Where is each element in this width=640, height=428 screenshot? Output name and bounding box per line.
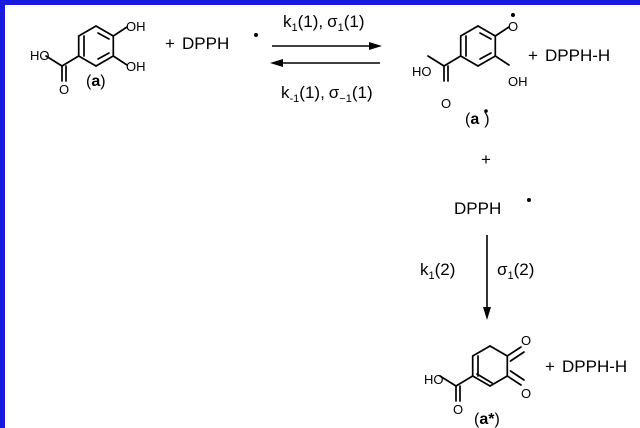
atom-o-radical: O (508, 19, 518, 34)
molecule-a-radical: O OH HO O (412, 13, 528, 111)
atom-ho-2: HO (412, 64, 432, 79)
equilibrium-arrows (270, 42, 382, 67)
atom-o-carbonyl-2: O (441, 96, 451, 111)
radical-dot-label (484, 109, 488, 113)
atom-o-quinone-top: O (521, 333, 531, 348)
dpph-radical-2: DPPH (454, 199, 501, 218)
dpph-radical-1: DPPH (182, 34, 229, 53)
atom-oh-bottom: OH (126, 59, 146, 74)
step2-rate-sigma: σ1(2) (497, 260, 534, 282)
plus-1: + (165, 34, 175, 53)
forward-rate-label: k1(1),σ1(1) (283, 12, 365, 34)
reverse-rate-label: k-1(1),σ−1(1) (281, 83, 373, 105)
label-a: (a) (86, 73, 106, 90)
atom-oh-bottom-2: OH (508, 74, 528, 89)
label-a-radical: (a) (465, 111, 490, 128)
atom-ho-3: HO (424, 372, 444, 387)
dpph-h-1: DPPH-H (545, 46, 610, 65)
radical-dot-2 (527, 198, 531, 202)
label-a-star: (a*) (474, 411, 500, 428)
dpph-h-2: DPPH-H (562, 357, 627, 376)
molecule-a-star: O O HO O (424, 333, 531, 417)
step2-rate-k: k1(2) (420, 260, 455, 282)
atom-o-carbonyl: O (59, 82, 69, 97)
oxidation-arrow (483, 235, 491, 320)
atom-o-quinone-bottom: O (521, 386, 531, 401)
atom-ho: HO (30, 48, 50, 63)
atom-o-carbonyl-3: O (453, 402, 463, 417)
plus-2: + (528, 46, 538, 65)
radical-dot-oxygen (511, 13, 515, 17)
plus-3: + (481, 150, 491, 169)
molecule-a: OH OH HO O (30, 19, 146, 97)
plus-4: + (545, 357, 555, 376)
radical-dot-1 (254, 33, 258, 37)
atom-oh-top: OH (126, 19, 146, 34)
